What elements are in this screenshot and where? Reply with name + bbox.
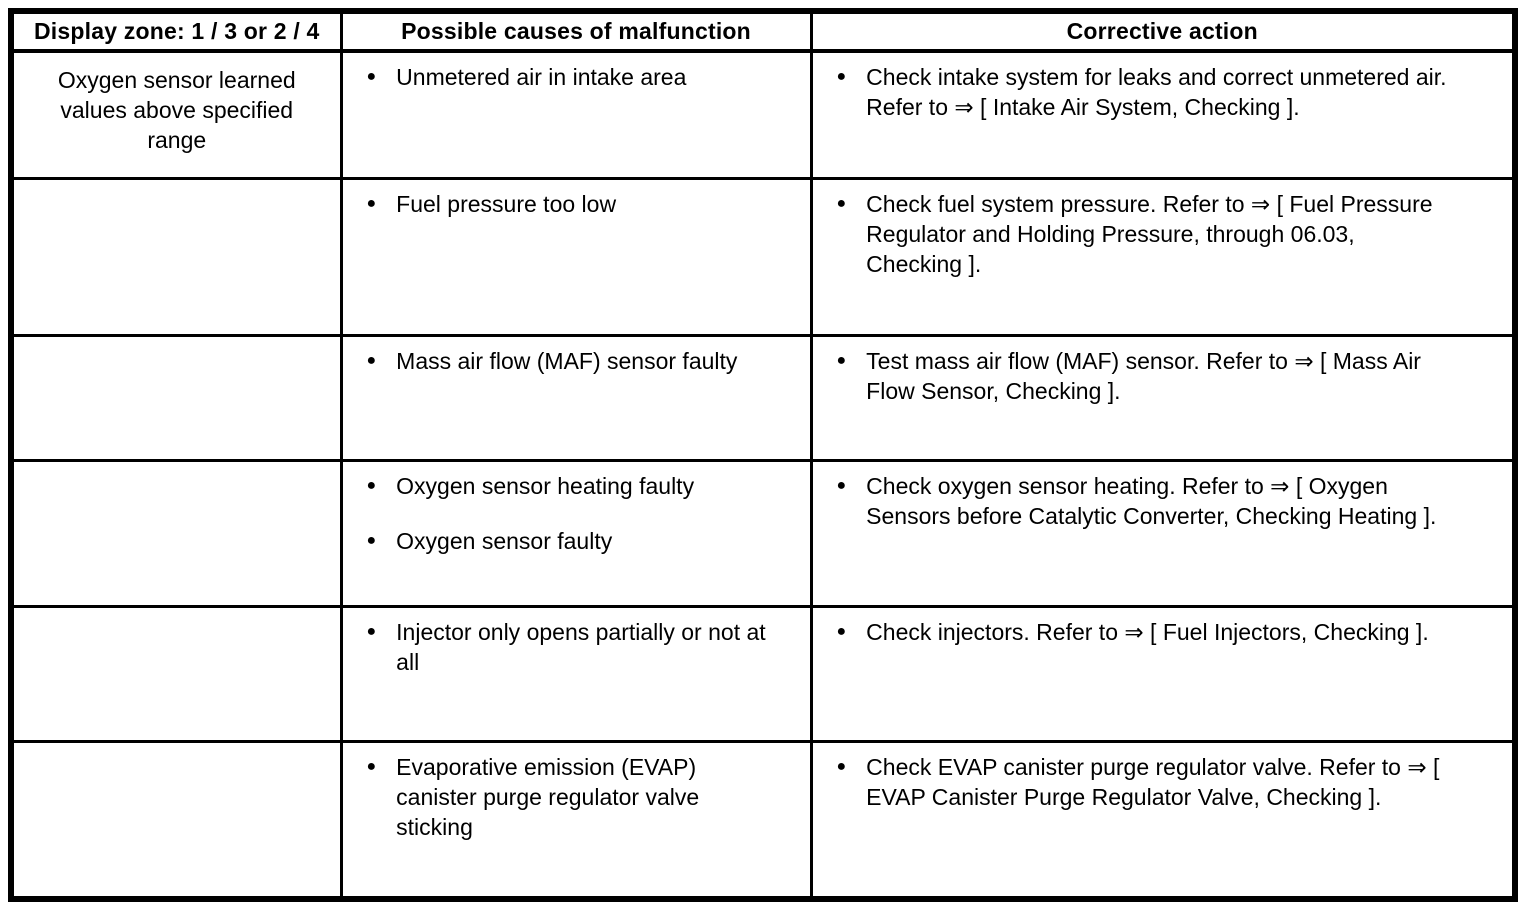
action-item: ● Test mass air flow (MAF) sensor. Refer… [837, 346, 1499, 406]
display-zone-cell [9, 333, 343, 462]
table-row: ● Oxygen sensor heating faulty ● Oxygen … [9, 458, 1517, 608]
cause-text: Oxygen sensor heating faulty [396, 472, 695, 499]
causes-cell: ● Injector only opens partially or not a… [339, 604, 813, 743]
action-item: ● Check intake system for leaks and corr… [837, 62, 1499, 122]
causes-cell: ● Unmetered air in intake area [339, 49, 813, 180]
action-text: Check EVAP canister purge regulator valv… [866, 753, 1440, 810]
action-cell: ● Check injectors. Refer to ⇒ [ Fuel Inj… [809, 604, 1517, 743]
table-row: ● Mass air flow (MAF) sensor faulty ● Te… [9, 333, 1517, 462]
display-zone-cell [9, 458, 343, 608]
cause-text: Evaporative emission (EVAP) canister pur… [396, 753, 700, 840]
bullet-icon: ● [366, 622, 377, 640]
action-text: Check intake system for leaks and correc… [866, 64, 1447, 120]
bullet-icon: ● [836, 622, 847, 640]
causes-cell: ● Fuel pressure too low [339, 176, 813, 337]
display-zone-cell [9, 739, 343, 901]
action-cell: ● Check oxygen sensor heating. Refer to … [809, 458, 1517, 608]
bullet-icon: ● [366, 68, 377, 85]
cause-item: ● Mass air flow (MAF) sensor faulty [367, 346, 796, 376]
display-zone-cell [9, 604, 343, 743]
col-header-causes: Possible causes of malfunction [339, 9, 813, 53]
col-header-display-zone: Display zone: 1 / 3 or 2 / 4 [9, 9, 343, 53]
causes-cell: ● Mass air flow (MAF) sensor faulty [339, 333, 813, 462]
action-text: Check oxygen sensor heating. Refer to ⇒ … [866, 472, 1437, 529]
bullet-icon: ● [366, 194, 377, 212]
cause-text: Fuel pressure too low [396, 190, 617, 217]
bullet-icon: ● [366, 531, 377, 549]
table-row: ● Evaporative emission (EVAP) canister p… [9, 739, 1517, 901]
cause-text: Unmetered air in intake area [396, 64, 687, 90]
action-item: ● Check EVAP canister purge regulator va… [837, 752, 1499, 812]
cause-item: ● Oxygen sensor heating faulty [367, 471, 796, 501]
display-zone-cell [9, 176, 343, 337]
table-row: ● Injector only opens partially or not a… [9, 604, 1517, 743]
bullet-icon: ● [366, 757, 377, 775]
cause-text: Oxygen sensor faulty [396, 527, 613, 554]
action-cell: ● Check EVAP canister purge regulator va… [809, 739, 1517, 901]
causes-cell: ● Oxygen sensor heating faulty ● Oxygen … [339, 458, 813, 608]
action-cell: ● Test mass air flow (MAF) sensor. Refer… [809, 333, 1517, 462]
cause-text: Injector only opens partially or not at … [396, 618, 766, 675]
cause-text: Mass air flow (MAF) sensor faulty [396, 347, 738, 374]
action-item: ● Check oxygen sensor heating. Refer to … [837, 471, 1499, 531]
bullet-icon: ● [836, 757, 847, 775]
cause-item: ● Evaporative emission (EVAP) canister p… [367, 752, 796, 842]
display-zone-cell: Oxygen sensor learned values above speci… [9, 49, 343, 180]
cause-item: ● Injector only opens partially or not a… [367, 617, 796, 677]
col-header-corrective-action: Corrective action [809, 9, 1517, 53]
bullet-icon: ● [836, 476, 847, 494]
action-item: ● Check injectors. Refer to ⇒ [ Fuel Inj… [837, 617, 1499, 647]
causes-cell: ● Evaporative emission (EVAP) canister p… [339, 739, 813, 901]
display-zone-text: Oxygen sensor learned values above speci… [57, 67, 296, 153]
bullet-icon: ● [836, 194, 847, 212]
header-row: Display zone: 1 / 3 or 2 / 4 Possible ca… [9, 9, 1517, 53]
action-text: Test mass air flow (MAF) sensor. Refer t… [866, 347, 1421, 404]
action-cell: ● Check intake system for leaks and corr… [809, 49, 1517, 180]
bullet-icon: ● [836, 351, 847, 369]
action-cell: ● Check fuel system pressure. Refer to ⇒… [809, 176, 1517, 337]
bullet-icon: ● [366, 476, 377, 494]
bullet-icon: ● [366, 351, 377, 369]
bullet-icon: ● [836, 68, 847, 85]
cause-item: ● Unmetered air in intake area [367, 62, 796, 92]
table-row: Oxygen sensor learned values above speci… [9, 49, 1517, 180]
cause-item: ● Fuel pressure too low [367, 189, 796, 219]
action-item: ● Check fuel system pressure. Refer to ⇒… [837, 189, 1499, 279]
diagnostic-table: Display zone: 1 / 3 or 2 / 4 Possible ca… [8, 8, 1518, 902]
table-row: ● Fuel pressure too low ● Check fuel sys… [9, 176, 1517, 337]
cause-item: ● Oxygen sensor faulty [367, 526, 796, 556]
action-text: Check fuel system pressure. Refer to ⇒ [… [866, 190, 1433, 277]
action-text: Check injectors. Refer to ⇒ [ Fuel Injec… [866, 618, 1429, 645]
